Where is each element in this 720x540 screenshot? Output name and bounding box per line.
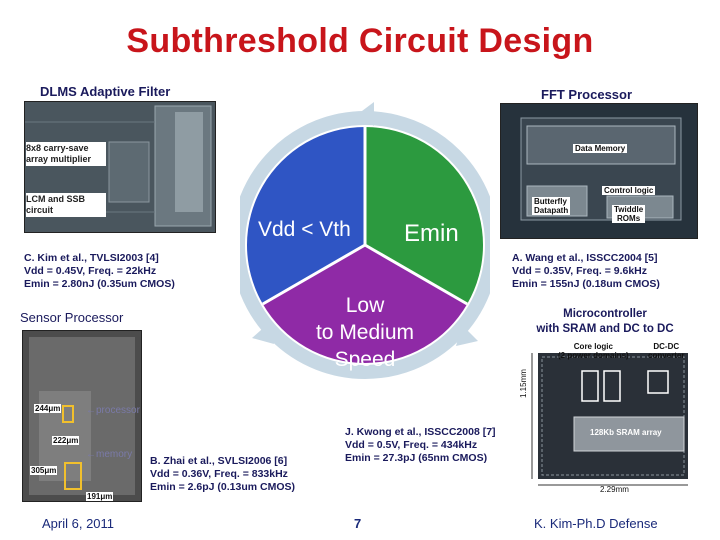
sensor-reference: B. Zhai et al., SVLSI2006 [6] Vdd = 0.36… bbox=[150, 455, 295, 494]
micro-dcdc: DC-DC converter bbox=[648, 342, 684, 360]
dlms-ref-line-1: C. Kim et al., TVLSI2003 [4] bbox=[24, 252, 159, 264]
callout-multiplier-line-1: 8x8 carry-save bbox=[26, 143, 89, 153]
micro-ref-line-3: Emin = 27.3pJ (65nm CMOS) bbox=[345, 452, 488, 464]
arrow-left-icon: ← bbox=[86, 405, 96, 416]
sensor-tag-processor: ←processor bbox=[86, 405, 140, 416]
micro-dcdc-line-1: DC-DC bbox=[653, 342, 680, 351]
speed-line-3: Speed bbox=[334, 348, 396, 371]
speed-line-1: Low bbox=[345, 294, 385, 317]
micro-ref-line-2: Vdd = 0.5V, Freq. = 434kHz bbox=[345, 439, 478, 451]
micro-chip-photo bbox=[524, 341, 696, 491]
sensor-dim-305: 305μm bbox=[30, 466, 58, 475]
cycle-diagram bbox=[240, 102, 490, 379]
slide-title: Subthreshold Circuit Design bbox=[126, 22, 594, 60]
sensor-tag-processor-text: processor bbox=[96, 405, 140, 416]
fft-block-control: Control logic bbox=[602, 186, 656, 195]
ring-arrowhead-left bbox=[252, 322, 274, 344]
fft-ref-line-1: A. Wang et al., ISSCC2004 [5] bbox=[512, 252, 658, 264]
fft-butterfly-line-2: Datapath bbox=[534, 206, 569, 215]
fft-block-data-memory: Data Memory bbox=[573, 144, 628, 153]
sector-emin bbox=[365, 127, 484, 304]
fft-chip-pattern bbox=[501, 104, 697, 238]
sensor-ref-line-2: Vdd = 0.36V, Freq. = 833kHz bbox=[150, 468, 288, 480]
sensor-dim-191: 191μm bbox=[86, 492, 114, 501]
sector-vdd bbox=[246, 127, 365, 304]
callout-lcm: LCM and SSB circuit bbox=[26, 193, 106, 217]
fft-reference: A. Wang et al., ISSCC2004 [5] Vdd = 0.35… bbox=[512, 252, 660, 291]
vdd-label: Vdd < Vth bbox=[258, 218, 351, 241]
emin-label: Emin bbox=[404, 220, 459, 247]
micro-dim-width: 2.29mm bbox=[600, 485, 629, 494]
sensor-label: Sensor Processor bbox=[20, 310, 124, 325]
micro-core-logic-line-1: Core logic bbox=[573, 342, 613, 351]
footer-date: April 6, 2011 bbox=[42, 516, 115, 531]
dlms-reference: C. Kim et al., TVLSI2003 [4] Vdd = 0.45V… bbox=[24, 252, 175, 291]
micro-sram-block: 128Kb SRAM array bbox=[590, 428, 662, 437]
sensor-tag-memory: ←memory bbox=[86, 449, 132, 460]
fft-twiddle-line-1: Twiddle bbox=[614, 205, 644, 214]
micro-core-logic-line-2: (2 power domains) bbox=[558, 351, 629, 360]
micro-label: Microcontroller with SRAM and DC to DC bbox=[500, 307, 710, 337]
dlms-ref-line-2: Vdd = 0.45V, Freq. = 22kHz bbox=[24, 265, 157, 277]
micro-chip-pattern bbox=[531, 353, 688, 486]
fft-block-butterfly: Butterfly Datapath bbox=[532, 197, 571, 215]
micro-dcdc-line-2: converter bbox=[648, 351, 685, 360]
page-number: 7 bbox=[354, 516, 362, 531]
callout-multiplier: 8x8 carry-save array multiplier bbox=[26, 142, 106, 166]
callout-lcm-line-2: circuit bbox=[26, 205, 54, 215]
speed-label: Low to Medium Speed bbox=[290, 292, 440, 373]
fft-butterfly-line-1: Butterfly bbox=[534, 197, 567, 206]
ring-arrowhead-top bbox=[358, 102, 374, 126]
fft-label: FFT Processor bbox=[541, 87, 633, 102]
footer-author: K. Kim-Ph.D Defense bbox=[534, 516, 658, 531]
sensor-chip-pattern bbox=[23, 331, 141, 501]
sensor-dim-222: 222μm bbox=[52, 436, 80, 445]
micro-ref-line-1: J. Kwong et al., ISSCC2008 [7] bbox=[345, 426, 496, 438]
dlms-label: DLMS Adaptive Filter bbox=[40, 84, 171, 99]
speed-line-2: to Medium bbox=[315, 321, 415, 344]
sensor-ref-line-3: Emin = 2.6pJ (0.13um CMOS) bbox=[150, 481, 296, 493]
fft-twiddle-line-2: ROMs bbox=[617, 214, 641, 223]
micro-label-line-2: with SRAM and DC to DC bbox=[536, 323, 674, 335]
fft-ref-line-3: Emin = 155nJ (0.18um CMOS) bbox=[512, 278, 660, 290]
micro-reference: J. Kwong et al., ISSCC2008 [7] Vdd = 0.5… bbox=[345, 426, 496, 465]
dlms-ref-line-3: Emin = 2.80nJ (0.35um CMOS) bbox=[24, 278, 175, 290]
callout-multiplier-line-2: array multiplier bbox=[26, 154, 92, 164]
sensor-ref-line-1: B. Zhai et al., SVLSI2006 [6] bbox=[150, 455, 288, 467]
fft-block-twiddle: Twiddle ROMs bbox=[612, 205, 646, 223]
sensor-dim-244: 244μm bbox=[34, 404, 62, 413]
micro-label-line-1: Microcontroller bbox=[563, 308, 647, 320]
callout-lcm-line-1: LCM and SSB bbox=[26, 194, 86, 204]
sensor-tag-memory-text: memory bbox=[96, 449, 133, 460]
sensor-chip-photo bbox=[22, 330, 142, 502]
arrow-left-icon: ← bbox=[86, 449, 96, 460]
fft-chip-photo bbox=[500, 103, 698, 239]
micro-core-logic: Core logic (2 power domains) bbox=[558, 342, 629, 360]
fft-ref-line-2: Vdd = 0.35V, Freq. = 9.6kHz bbox=[512, 265, 648, 277]
micro-dim-height: 1.15mm bbox=[519, 369, 528, 398]
ring-arrowhead-right bbox=[456, 325, 478, 346]
